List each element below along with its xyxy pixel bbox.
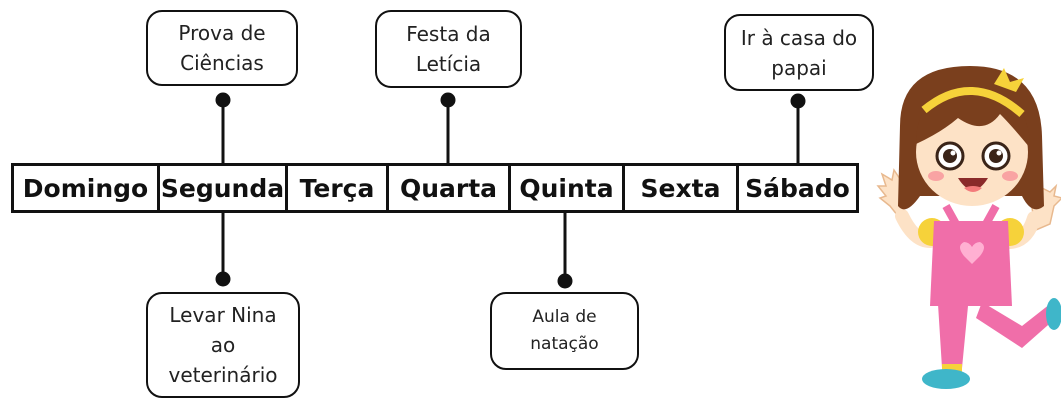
day-sabado: Sábado — [736, 163, 859, 213]
day-domingo: Domingo — [11, 163, 160, 213]
connector-dot — [440, 92, 456, 108]
connector-dot — [557, 273, 573, 289]
day-terca: Terça — [285, 163, 389, 213]
connector-dot — [215, 92, 231, 108]
event-festa-da-leticia: Festa da Letícia — [375, 10, 522, 88]
day-quarta: Quarta — [386, 163, 511, 213]
day-quinta: Quinta — [508, 163, 625, 213]
day-segunda: Segunda — [157, 163, 288, 213]
event-prova-de-ciencias: Prova de Ciências — [146, 10, 298, 86]
event-casa-do-papai: Ir à casa do papai — [724, 14, 874, 91]
girl-illustration — [876, 66, 1061, 389]
connector-dot — [790, 93, 806, 109]
day-sexta: Sexta — [622, 163, 739, 213]
connector-dot — [215, 271, 231, 287]
event-aula-de-natacao: Aula de natação — [490, 292, 639, 370]
event-levar-nina-veterinario: Levar Nina ao veterinário — [146, 292, 300, 398]
eyes — [935, 141, 1011, 171]
